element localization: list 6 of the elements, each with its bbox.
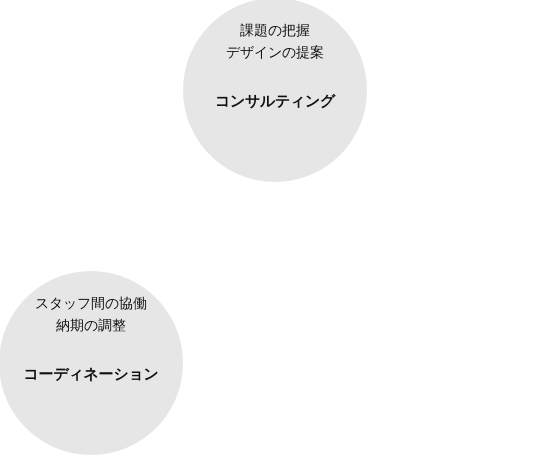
body-text: 納期の調整 — [55, 317, 127, 335]
body-text: デザインの提案 — [225, 44, 325, 62]
heading-text: コンサルティング — [214, 92, 336, 110]
body-text: スタッフ間の協働 — [34, 295, 148, 313]
heading-text: コーディネーション — [22, 365, 160, 383]
body-text: 課題の把握 — [239, 22, 311, 40]
